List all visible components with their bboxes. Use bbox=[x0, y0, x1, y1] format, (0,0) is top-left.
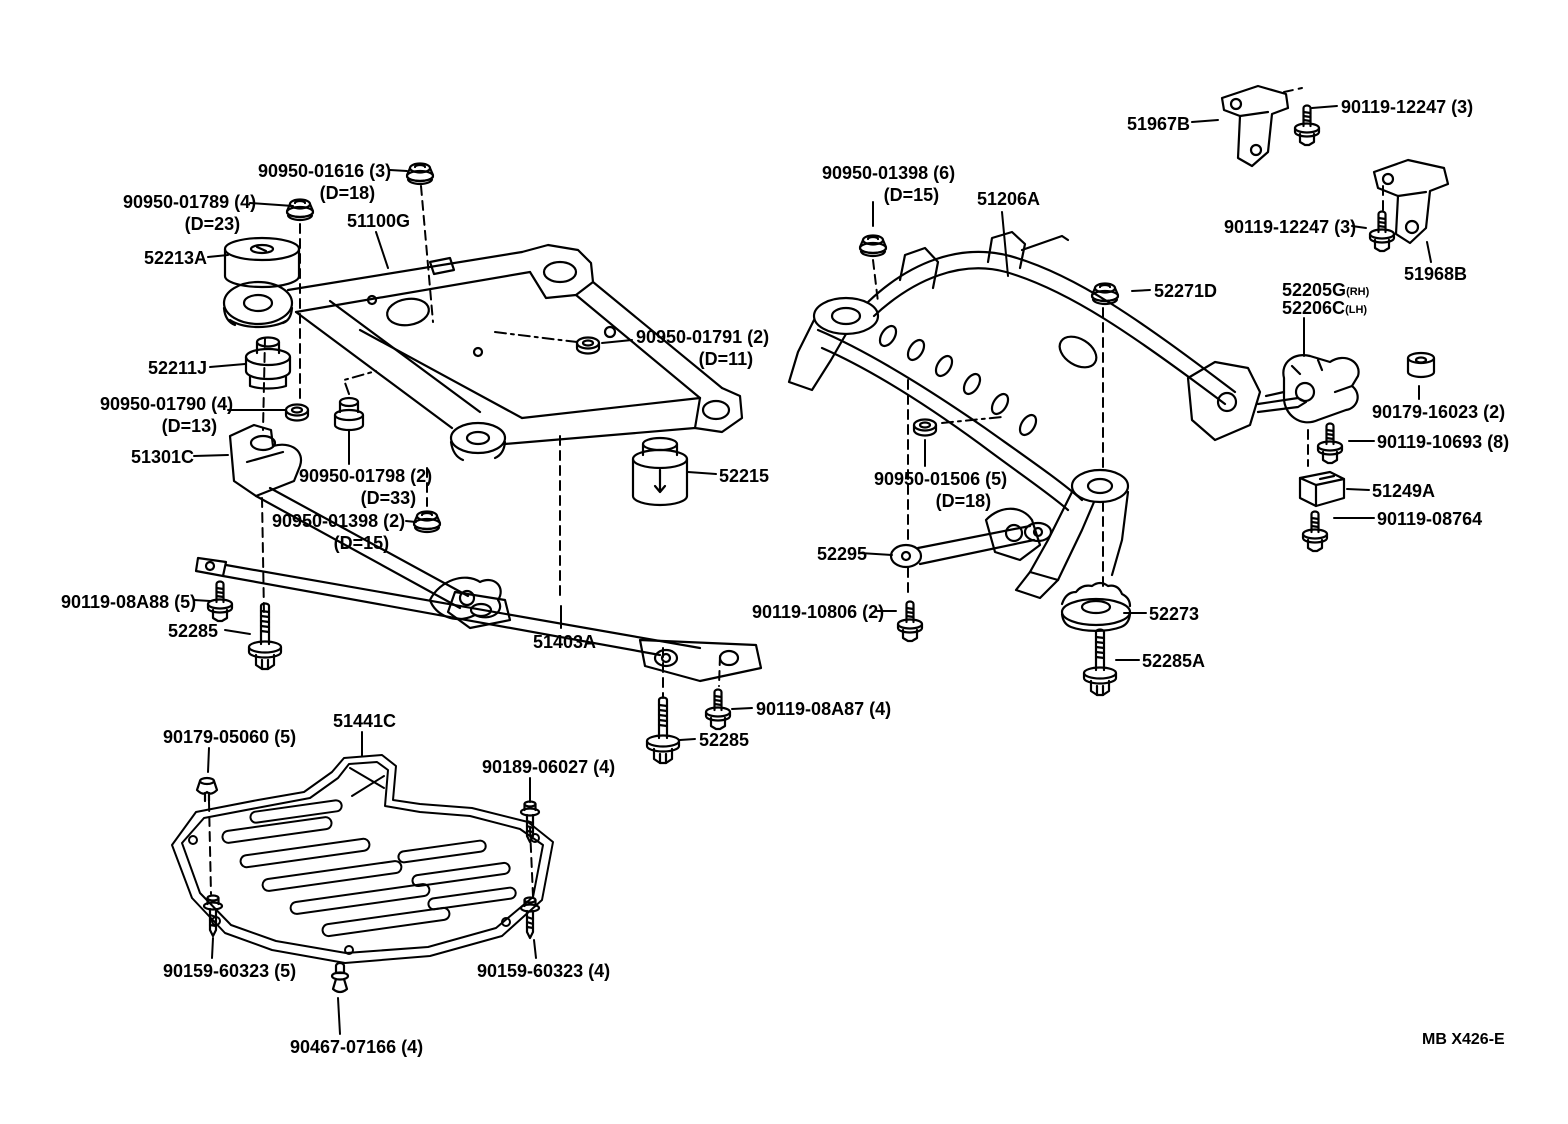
part-label-90119-08A87: 90119-08A87 (4) bbox=[756, 699, 892, 719]
part-label-51301C: 51301C bbox=[131, 447, 195, 467]
bolt-icon bbox=[1316, 422, 1344, 465]
bolt-icon bbox=[704, 688, 732, 731]
part-label-90119-12247-2: 90119-12247 (3) bbox=[1224, 217, 1357, 237]
nut-icon bbox=[575, 336, 601, 355]
bracket-51249A-drawing bbox=[1298, 470, 1346, 508]
engine-under-cover-drawing bbox=[171, 754, 554, 964]
part-label-51206A: 51206A bbox=[977, 189, 1041, 209]
part-label-52211J: 52211J bbox=[148, 358, 208, 378]
part-label-90119-10693: 90119-10693 (8) bbox=[1377, 432, 1510, 452]
part-label-52206C: 52206C(LH) bbox=[1282, 298, 1368, 318]
rivet-icon bbox=[330, 961, 350, 994]
plug-90950-01798-drawing bbox=[333, 396, 365, 432]
leader-lines bbox=[193, 105, 1432, 1035]
bolt-icon bbox=[1301, 510, 1329, 553]
grommet-icon bbox=[858, 234, 888, 258]
front-crossmember-drawing bbox=[222, 243, 744, 462]
part-label-90950-01398-6: 90950-01398 (6)(D=15) bbox=[822, 163, 956, 205]
part-label-90189-06027: 90189-06027 (4) bbox=[482, 757, 616, 777]
part-label-51968B: 51968B bbox=[1404, 264, 1468, 284]
bolt-icon bbox=[206, 580, 234, 623]
bracket-51967B-drawing bbox=[1220, 84, 1290, 168]
assembly-axis-lines bbox=[208, 87, 1384, 897]
cushion-52211J-drawing bbox=[244, 336, 292, 390]
nut-icon bbox=[912, 418, 938, 437]
bolt-icon bbox=[1368, 210, 1396, 253]
part-label-90179-16023: 90179-16023 (2) bbox=[1372, 402, 1506, 422]
stabilizer-bracket-52205G-drawing bbox=[1264, 354, 1360, 424]
bolt-icon bbox=[896, 600, 924, 643]
screw-icon bbox=[202, 894, 224, 938]
part-label-90179-05060: 90179-05060 (5) bbox=[163, 727, 297, 747]
bracket-51968B-drawing bbox=[1372, 158, 1450, 245]
part-label-90950-01789: 90950-01789 (4)(D=23) bbox=[123, 192, 257, 234]
bolt-icon bbox=[645, 696, 681, 765]
part-label-90950-01616: 90950-01616 (3)(D=18) bbox=[258, 161, 392, 203]
part-label-51441C: 51441C bbox=[333, 711, 397, 731]
part-label-90119-10806: 90119-10806 (2) bbox=[752, 602, 885, 622]
part-label-90950-01398-2: 90950-01398 (2)(D=15) bbox=[272, 511, 406, 553]
part-label-51249A: 51249A bbox=[1372, 481, 1436, 501]
cushion-52213A-drawing bbox=[223, 236, 301, 289]
part-label-90159-60323-4: 90159-60323 (4) bbox=[477, 961, 611, 981]
front-lower-bar-drawing bbox=[194, 556, 763, 683]
part-label-90159-60323-5: 90159-60323 (5) bbox=[163, 961, 297, 981]
part-label-90950-01798: 90950-01798 (2)(D=33) bbox=[299, 466, 433, 508]
part-label-52285-2: 52285 bbox=[699, 730, 750, 750]
part-label-90119-12247-1: 90119-12247 (3) bbox=[1341, 97, 1474, 117]
lateral-rod-52295-drawing bbox=[889, 521, 1053, 569]
part-label-51967B: 51967B bbox=[1127, 114, 1191, 134]
part-label-90950-01791: 90950-01791 (2)(D=11) bbox=[636, 327, 770, 369]
part-label-51403A: 51403A bbox=[533, 632, 597, 652]
bolt-icon bbox=[1293, 104, 1321, 147]
mounting-bracket-51301C-drawing bbox=[228, 423, 512, 630]
part-label-52271D: 52271D bbox=[1154, 281, 1218, 301]
drawing-code: MB X426-E bbox=[1422, 1031, 1505, 1048]
part-label-52273: 52273 bbox=[1149, 604, 1200, 624]
cushion-52273-drawing bbox=[1060, 581, 1132, 632]
part-label-52213A: 52213A bbox=[144, 248, 208, 268]
bushing-52215-drawing bbox=[631, 436, 689, 507]
part-label-51100G: 51100G bbox=[347, 211, 411, 231]
part-label-52285A: 52285A bbox=[1142, 651, 1206, 671]
part-label-90950-01506: 90950-01506 (5)(D=18) bbox=[874, 469, 1008, 511]
bushing-90179-16023-drawing bbox=[1406, 351, 1436, 379]
part-label-90950-01790: 90950-01790 (4)(D=13) bbox=[100, 394, 234, 436]
part-label-90119-08764: 90119-08764 bbox=[1377, 509, 1483, 529]
part-label-52205G: 52205G(RH) bbox=[1282, 280, 1370, 300]
part-label-52215: 52215 bbox=[719, 466, 770, 486]
clip-icon bbox=[195, 776, 219, 803]
grommet-icon bbox=[412, 510, 442, 534]
bolt-icon bbox=[247, 602, 283, 671]
grommet-icon bbox=[405, 162, 435, 186]
part-label-52295: 52295 bbox=[817, 544, 868, 564]
nut-icon bbox=[284, 403, 310, 422]
rear-crossmember-drawing bbox=[787, 230, 1308, 600]
part-label-90467-07166: 90467-07166 (4) bbox=[290, 1037, 424, 1057]
part-label-52285-1: 52285 bbox=[168, 621, 219, 641]
bolt-icon bbox=[1082, 628, 1118, 697]
part-label-90119-08A88: 90119-08A88 (5) bbox=[61, 592, 197, 612]
